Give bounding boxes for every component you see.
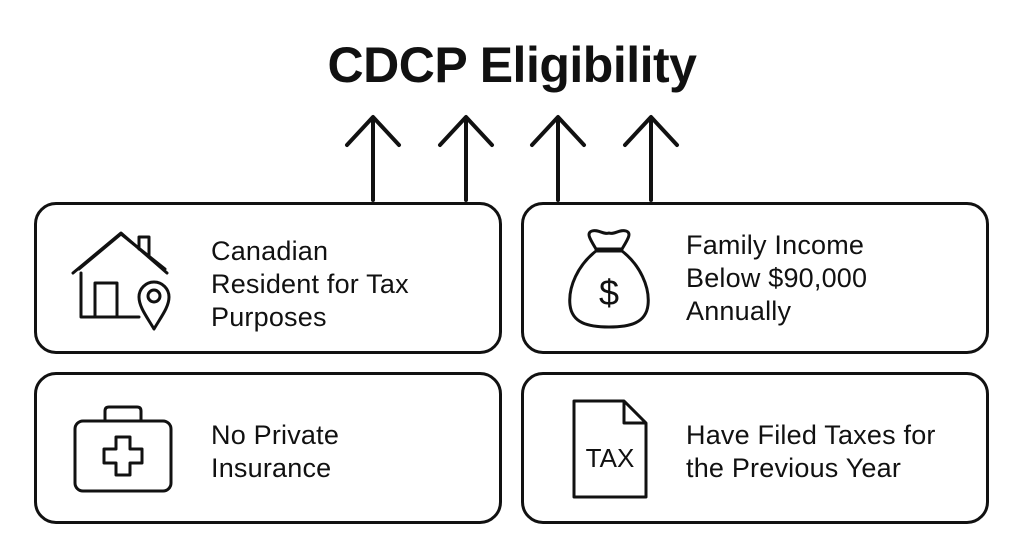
house-location-icon — [71, 231, 171, 331]
arrow-up-icon — [530, 115, 586, 202]
criterion-card-taxes: TAX Have Filed Taxes for the Previous Ye… — [521, 372, 989, 524]
arrow-up-icon — [623, 115, 679, 202]
criterion-card-resident: Canadian Resident for Tax Purposes — [34, 202, 502, 354]
tax-document-icon: TAX — [572, 399, 648, 499]
criterion-label: No Private Insurance — [211, 420, 340, 483]
arrow-up-icon — [438, 115, 494, 202]
criterion-label: Canadian Resident for Tax Purposes — [211, 236, 409, 332]
criterion-label: Have Filed Taxes for the Previous Year — [686, 420, 936, 483]
page-title: CDCP Eligibility — [327, 37, 697, 93]
criterion-label: Family Income Below $90,000 Annually — [686, 230, 868, 326]
money-bag-icon: $ — [568, 229, 650, 329]
arrow-up-icon — [345, 115, 401, 202]
criterion-card-insurance: No Private Insurance — [34, 372, 502, 524]
medical-kit-icon — [73, 405, 173, 493]
criterion-card-income: $ Family Income Below $90,000 Annually — [521, 202, 989, 354]
dollar-sign-text: $ — [599, 272, 619, 313]
tax-icon-text: TAX — [586, 443, 635, 473]
